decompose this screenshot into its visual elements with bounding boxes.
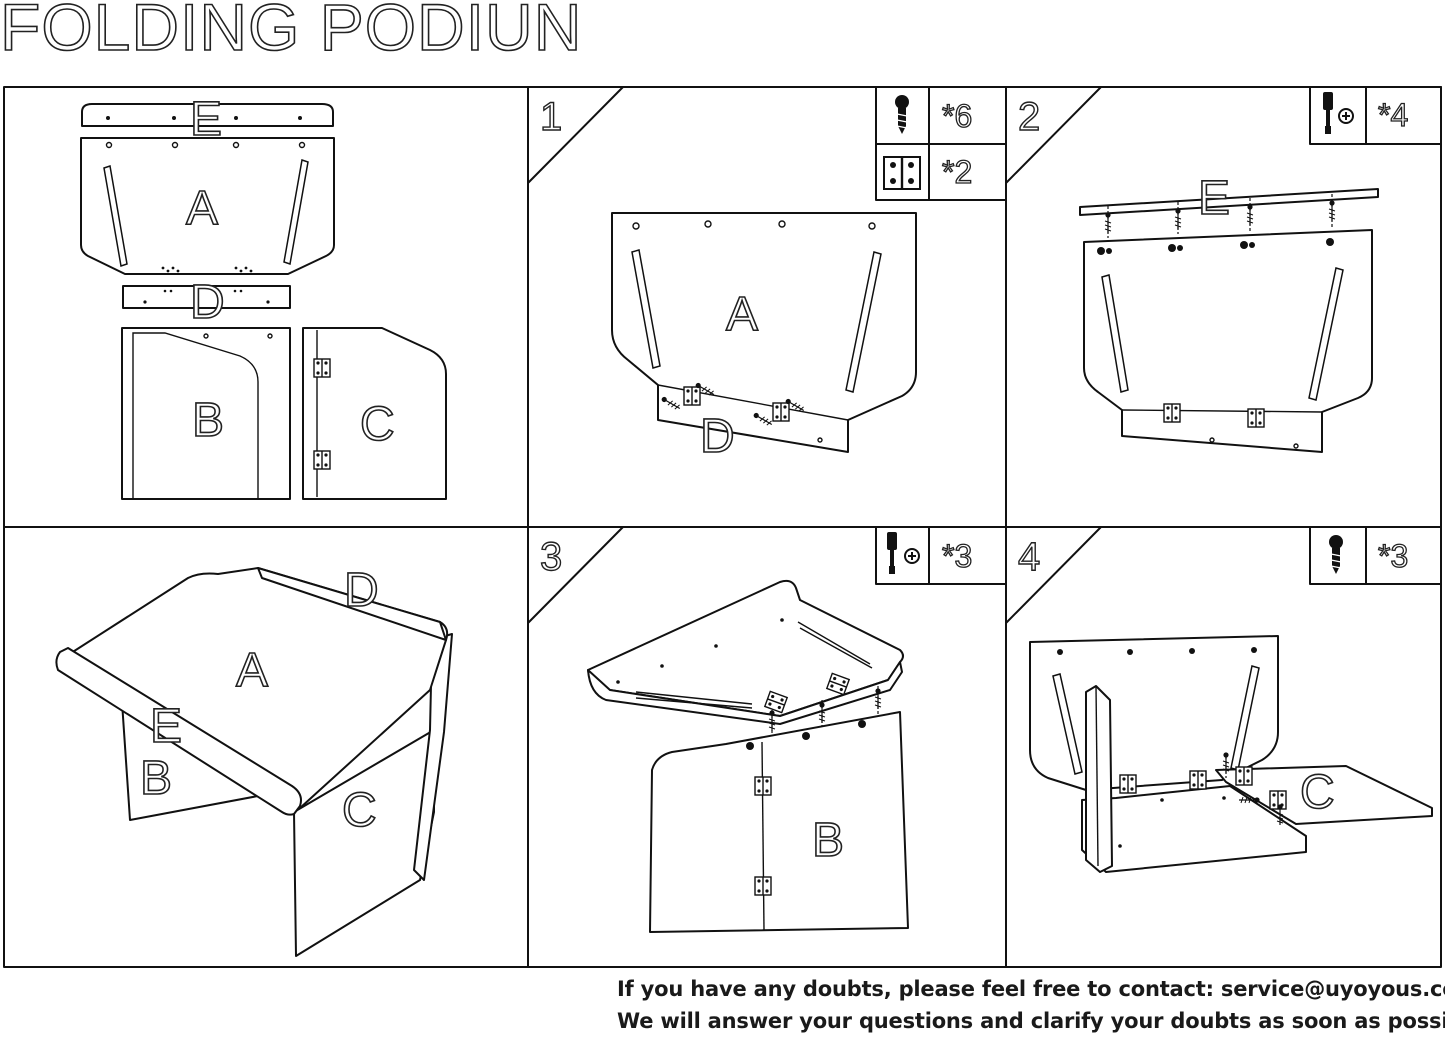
part-label-b: B <box>192 394 224 447</box>
part-c-shape <box>302 327 447 500</box>
part-e-shape <box>81 103 334 127</box>
assembled-label-b: B <box>140 752 172 805</box>
screw-icon <box>1329 535 1343 574</box>
step-3-label-b: B <box>812 814 844 867</box>
screw-icon <box>895 95 909 134</box>
step-2-number: 2 <box>1018 95 1040 139</box>
step-1-screw-qty: *6 <box>942 98 972 134</box>
step-1-number: 1 <box>540 95 562 139</box>
step-3-panel: 3 *3 B <box>527 526 1007 933</box>
step-4-qty: *3 <box>1378 538 1408 574</box>
footer-support-line: We will answer your questions and clarif… <box>617 1009 1445 1033</box>
assembled-label-c: C <box>342 784 377 837</box>
page-title: FOLDING PODIUN <box>0 0 583 64</box>
assembled-label-a: A <box>236 644 268 697</box>
step-4-number: 4 <box>1018 535 1040 579</box>
step-2-qty: *4 <box>1378 97 1408 133</box>
step-3-qty: *3 <box>942 538 972 574</box>
part-label-d: D <box>190 276 225 329</box>
hinge-icon <box>883 156 921 190</box>
step-1-hinge-qty: *2 <box>942 154 972 190</box>
assembled-label-e: E <box>150 700 182 753</box>
footer-contact-line: If you have any doubts, please feel free… <box>617 977 1445 1001</box>
step-3-number: 3 <box>540 535 562 579</box>
assembled-panel: D A E B C <box>55 563 453 957</box>
step-4-panel: 4 *3 C <box>1005 526 1442 873</box>
screwdriver-icon <box>1323 92 1354 134</box>
step-1-panel: 1 *6 *2 A D <box>527 86 1007 464</box>
step-2-panel: 2 *4 <box>1005 86 1442 453</box>
step-2-label-e: E <box>1198 172 1230 225</box>
part-label-a: A <box>186 182 218 235</box>
part-label-c: C <box>360 398 395 451</box>
step-1-label-d: D <box>700 410 735 463</box>
step-4-label-c: C <box>1300 766 1335 819</box>
step-1-label-a: A <box>726 288 758 341</box>
part-a-shape <box>80 137 335 275</box>
part-b-shape <box>121 327 291 500</box>
screwdriver-icon <box>887 532 920 574</box>
assembled-label-d: D <box>344 564 379 617</box>
parts-panel: E A D B C <box>80 92 447 500</box>
part-label-e: E <box>190 93 222 146</box>
